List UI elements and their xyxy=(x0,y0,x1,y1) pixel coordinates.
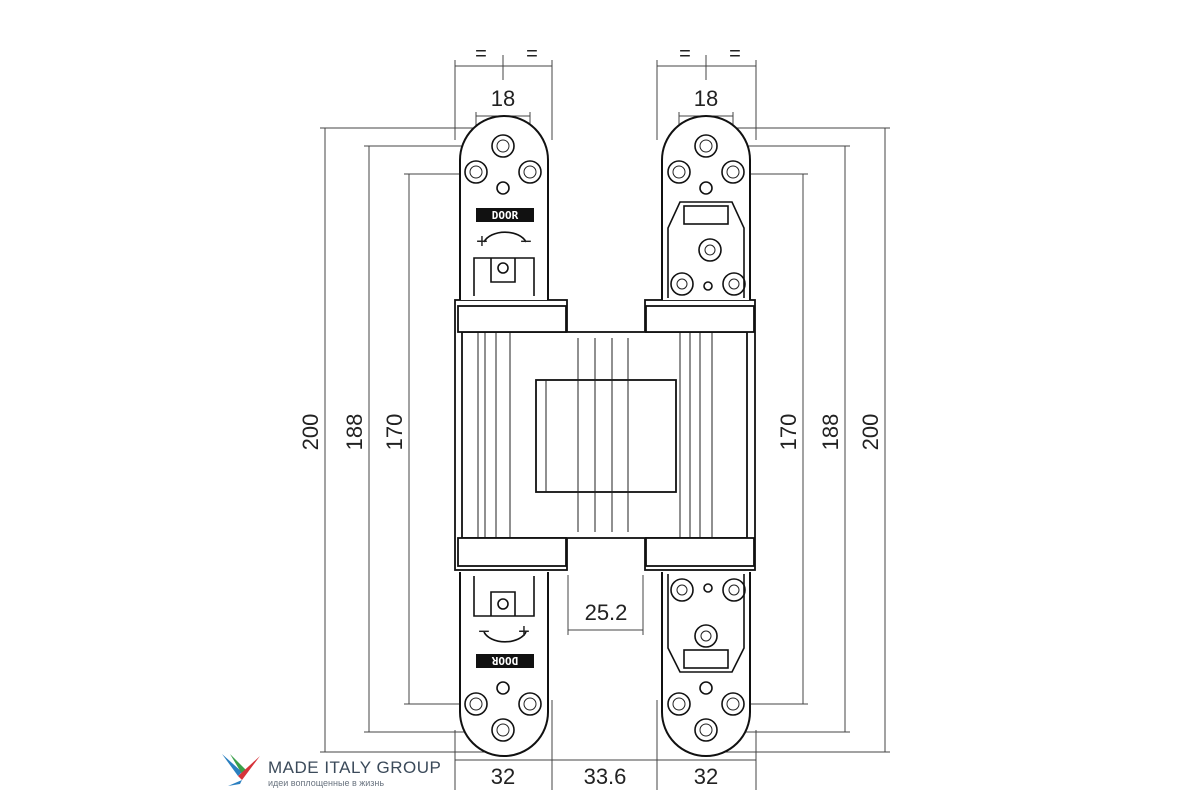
dim-equal-right-a: = xyxy=(679,43,691,65)
dim-equal-left-b: = xyxy=(526,43,538,65)
dim-body-width: 33.6 xyxy=(584,764,627,789)
plus-label-bottom: + xyxy=(518,621,530,643)
plus-label-top: + xyxy=(476,231,488,253)
bottom-width-dimensions xyxy=(454,575,757,790)
dim-offset-25-2: 25.2 xyxy=(585,600,628,625)
dim-height-188-left: 188 xyxy=(342,414,367,451)
minus-label-bottom: − xyxy=(478,621,490,643)
right-height-dimensions xyxy=(700,127,890,753)
dim-plate-width-left: 32 xyxy=(491,764,515,789)
dim-height-200-right: 200 xyxy=(858,414,883,451)
logo-mark-icon xyxy=(222,754,260,786)
dim-height-188-right: 188 xyxy=(818,414,843,451)
left-height-dimensions xyxy=(320,127,500,753)
dim-equal-left-a: = xyxy=(475,43,487,65)
dim-height-200-left: 200 xyxy=(298,414,323,451)
logo-tagline: идеи воплощенные в жизнь xyxy=(268,778,385,788)
logo-name: MADE ITALY GROUP xyxy=(268,758,442,777)
dim-height-170-left: 170 xyxy=(382,414,407,451)
dim-hole-spacing-right: 18 xyxy=(694,86,718,111)
right-hinge-plate xyxy=(661,115,751,757)
dim-height-170-right: 170 xyxy=(776,414,801,451)
dim-equal-right-b: = xyxy=(729,43,741,65)
door-label-bottom: DOOR xyxy=(491,654,518,667)
minus-label-top: − xyxy=(520,231,532,253)
left-hinge-plate xyxy=(459,115,549,757)
dim-hole-spacing-left: 18 xyxy=(491,86,515,111)
company-logo: MADE ITALY GROUP идеи воплощенные в жизн… xyxy=(220,748,480,792)
hinge-center-body xyxy=(454,299,756,571)
door-label-top: DOOR xyxy=(492,209,519,222)
dim-plate-width-right: 32 xyxy=(694,764,718,789)
